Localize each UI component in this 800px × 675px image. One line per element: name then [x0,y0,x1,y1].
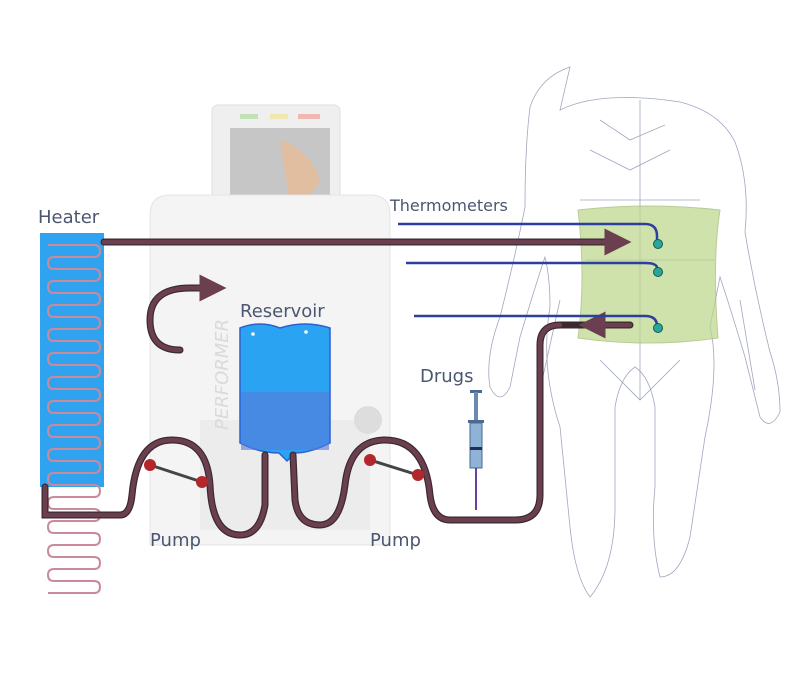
heater [40,233,104,594]
pump-left-rotor [144,459,208,488]
thermometers-label: Thermometers [390,196,508,215]
pump-right-rotor [364,454,424,481]
reservoir-bag [239,323,331,463]
drug-syringe-icon [468,390,484,510]
heater-label: Heater [38,207,100,228]
machine-brand: PERFORMER [212,319,233,430]
pump-left-label: Pump [150,530,201,551]
reservoir-label: Reservoir [240,301,325,322]
probe-tips [653,239,663,333]
tubing [41,228,634,539]
pump-right-label: Pump [370,530,421,551]
drugs-label: Drugs [420,366,474,387]
